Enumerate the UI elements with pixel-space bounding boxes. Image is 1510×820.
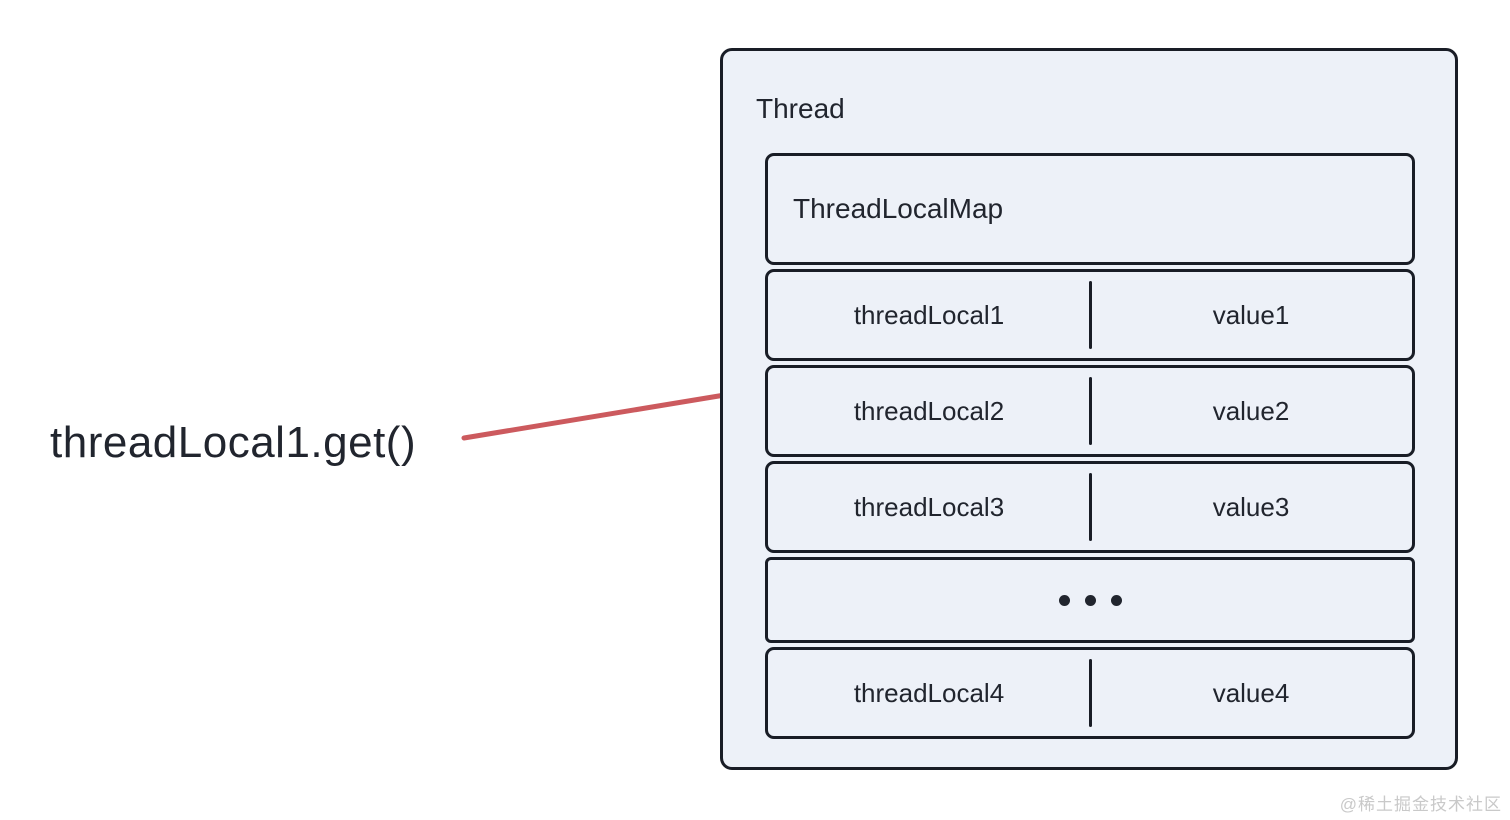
threadlocalmap-title: ThreadLocalMap <box>793 193 1004 224</box>
entry-row-4: threadLocal4 value4 <box>765 647 1415 739</box>
entry-value: value3 <box>1212 491 1290 522</box>
entry-value: value2 <box>1212 395 1290 426</box>
ellipsis-row <box>765 557 1415 643</box>
ellipsis-dot <box>1084 594 1096 606</box>
entry-row-1: threadLocal1 value1 <box>765 269 1415 361</box>
caller-label: threadLocal1.get() <box>50 418 417 467</box>
entry-value: value4 <box>1212 677 1290 708</box>
entry-key: threadLocal4 <box>853 677 1005 708</box>
cell-divider <box>1088 377 1092 445</box>
watermark: @稀土掘金技术社区 <box>1339 795 1502 814</box>
entry-key: threadLocal1 <box>853 299 1005 330</box>
entry-row-2: threadLocal2 value2 <box>765 365 1415 457</box>
ellipsis-dot <box>1110 594 1122 606</box>
entry-value: value1 <box>1212 299 1290 330</box>
threadlocalmap-stack: ThreadLocalMap threadLocal1 value1 threa… <box>765 153 1415 739</box>
thread-box: Thread ThreadLocalMap threadLocal1 value… <box>720 48 1458 770</box>
entry-row-3: threadLocal3 value3 <box>765 461 1415 553</box>
ellipsis-dot <box>1058 594 1070 606</box>
cell-divider <box>1088 473 1092 541</box>
cell-divider <box>1088 659 1092 727</box>
cell-divider <box>1088 281 1092 349</box>
thread-title: Thread <box>756 93 845 124</box>
threadlocalmap-box: ThreadLocalMap <box>765 153 1415 265</box>
entry-key: threadLocal3 <box>853 491 1005 522</box>
entry-key: threadLocal2 <box>853 395 1005 426</box>
